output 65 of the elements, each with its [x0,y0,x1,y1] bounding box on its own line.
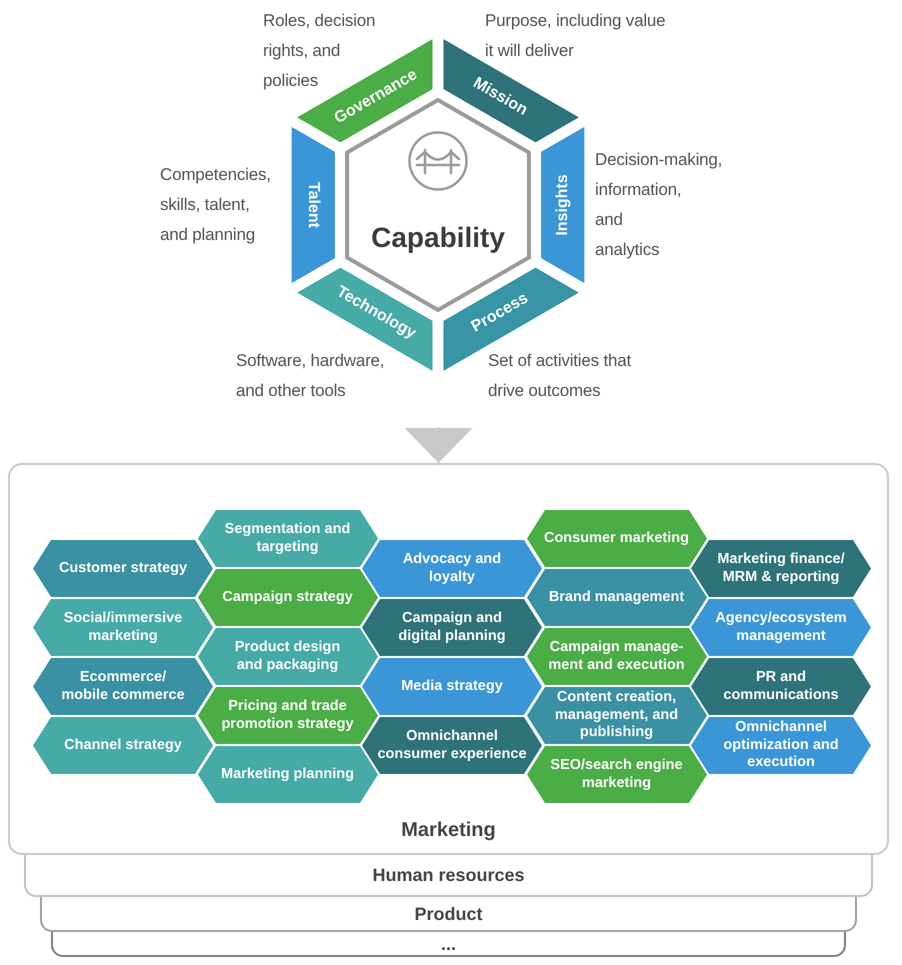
area-hexagon [691,658,871,715]
area-hexagon [198,687,378,744]
description-text: Set of activities that drive outcomes [488,350,632,402]
area-label: Segmentation and targeting [224,521,350,556]
ring-segment [291,126,335,284]
area-label: Agency/ecosystem management [715,610,847,645]
area-hexagon [33,540,213,597]
area-label: Brand management [548,588,684,606]
panel-title: Product [414,904,482,924]
area-label: Marketing planning [221,766,354,784]
description-text: Software, hardware, and other tools [236,350,384,402]
element-label: Insights [554,174,572,236]
panel-title: Human resources [372,865,525,885]
area-label: Omnichannel optimization and execution [723,719,839,772]
area-label: Omnichannel consumer experience [377,728,527,763]
area-hexagon [526,569,706,626]
area-label: Customer strategy [58,560,188,578]
area-label: Media strategy [401,678,503,696]
area-label: Marketing finance/ MRM & reporting [717,551,845,586]
area-hexagon [526,746,706,803]
area-hexagon [362,717,542,774]
area-hexagon [362,599,542,656]
area-label: Consumer marketing [544,530,690,548]
area-hexagon [526,687,706,744]
area-hexagon [526,628,706,685]
area-hexagon [198,628,378,685]
description-text: Decision-making, information, and analytics [595,149,722,261]
stacked-panel [40,897,857,932]
description-text: Roles, decision rights, and policies [263,10,376,90]
ring-segment [443,39,579,143]
area-hexagon [691,540,871,597]
area-label: Advocacy and loyalty [402,551,502,586]
area-hexagon [33,717,213,774]
stacked-panel [24,855,873,897]
area-label: Campaign strategy [222,588,353,606]
area-label: PR and communications [723,669,839,704]
area-label: Channel strategy [64,736,182,754]
stacked-panel [51,932,846,957]
description-text: Purpose, including value it will deliver [485,10,666,62]
area-label: Campaign and digital planning [398,610,506,645]
description-text: Competencies, skills, talent, and planning [160,164,271,246]
area-label: Campaign manage- ment and execution [548,639,685,674]
area-hexagon [33,599,213,656]
element-label: Talent [304,182,322,228]
arrow [404,427,472,463]
area-hexagon [33,658,213,715]
area-hexagon [691,717,871,774]
area-hexagon [362,540,542,597]
ring-segment [541,126,585,284]
area-hexagon [198,510,378,567]
area-hexagon [198,746,378,803]
area-label: Social/immersive marketing [64,610,182,645]
area-hexagon [362,658,542,715]
area-label: Ecommerce/ mobile commerce [61,669,185,704]
area-hexagon [691,599,871,656]
panel-title: Marketing [401,818,496,842]
area-label: Product design and packaging [234,639,340,674]
rounded-panel [8,463,889,855]
area-hexagon [198,569,378,626]
area-label: Pricing and trade promotion strategy [221,698,354,733]
panel-title: ... [440,934,456,954]
area-hexagon [526,510,706,567]
area-label: Content creation, management, and publishing [554,689,678,742]
capability-title: Capability [371,221,505,255]
area-label: SEO/search engine marketing [550,757,683,792]
